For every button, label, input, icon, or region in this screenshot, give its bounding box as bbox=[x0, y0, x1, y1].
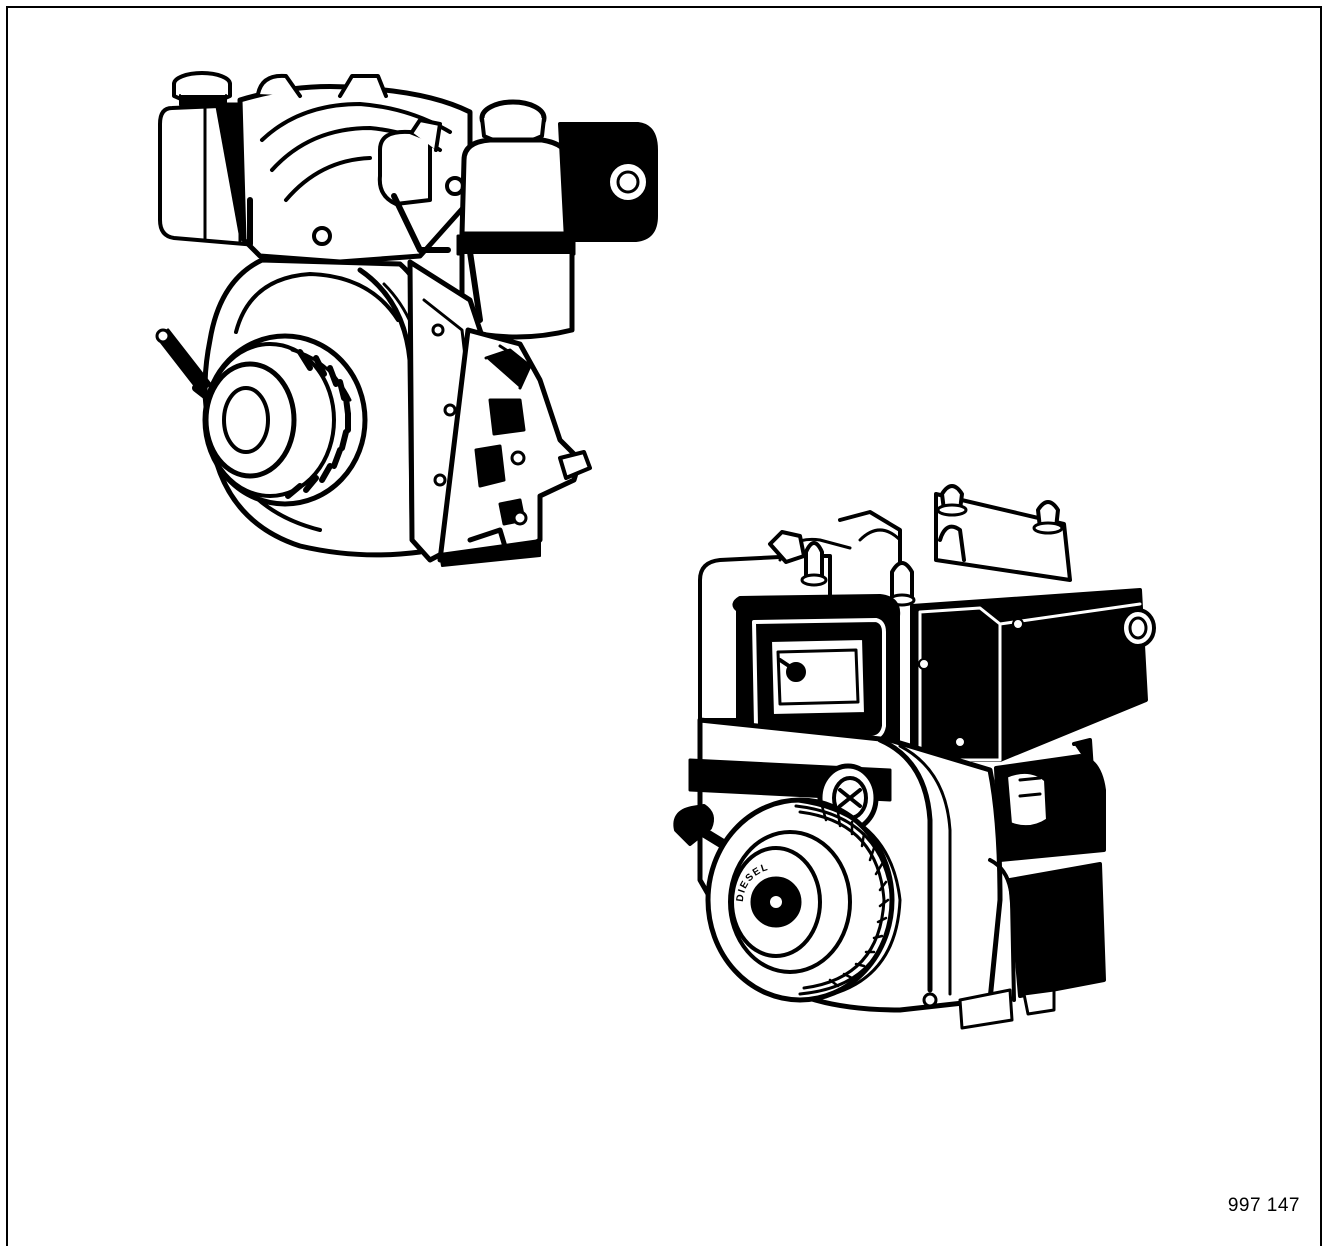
figure-number: 997 147 bbox=[1227, 1195, 1300, 1216]
crankcase-base bbox=[437, 327, 592, 567]
injector-linkage bbox=[377, 118, 465, 253]
air-filter-box bbox=[732, 594, 901, 758]
flywheel-cover: DIESEL bbox=[705, 797, 902, 1003]
injector-nozzles bbox=[768, 484, 1064, 607]
starter-pulley bbox=[202, 333, 368, 507]
exhaust-muffler bbox=[558, 122, 658, 242]
starter-motor bbox=[994, 738, 1106, 862]
engine-left-illustration bbox=[155, 71, 658, 567]
engine-right-illustration: DIESEL bbox=[673, 484, 1156, 1030]
cylinder-shroud bbox=[237, 73, 473, 265]
electric-box bbox=[958, 858, 1106, 1030]
air-filter bbox=[456, 99, 576, 340]
exhaust-silencer bbox=[910, 588, 1156, 762]
